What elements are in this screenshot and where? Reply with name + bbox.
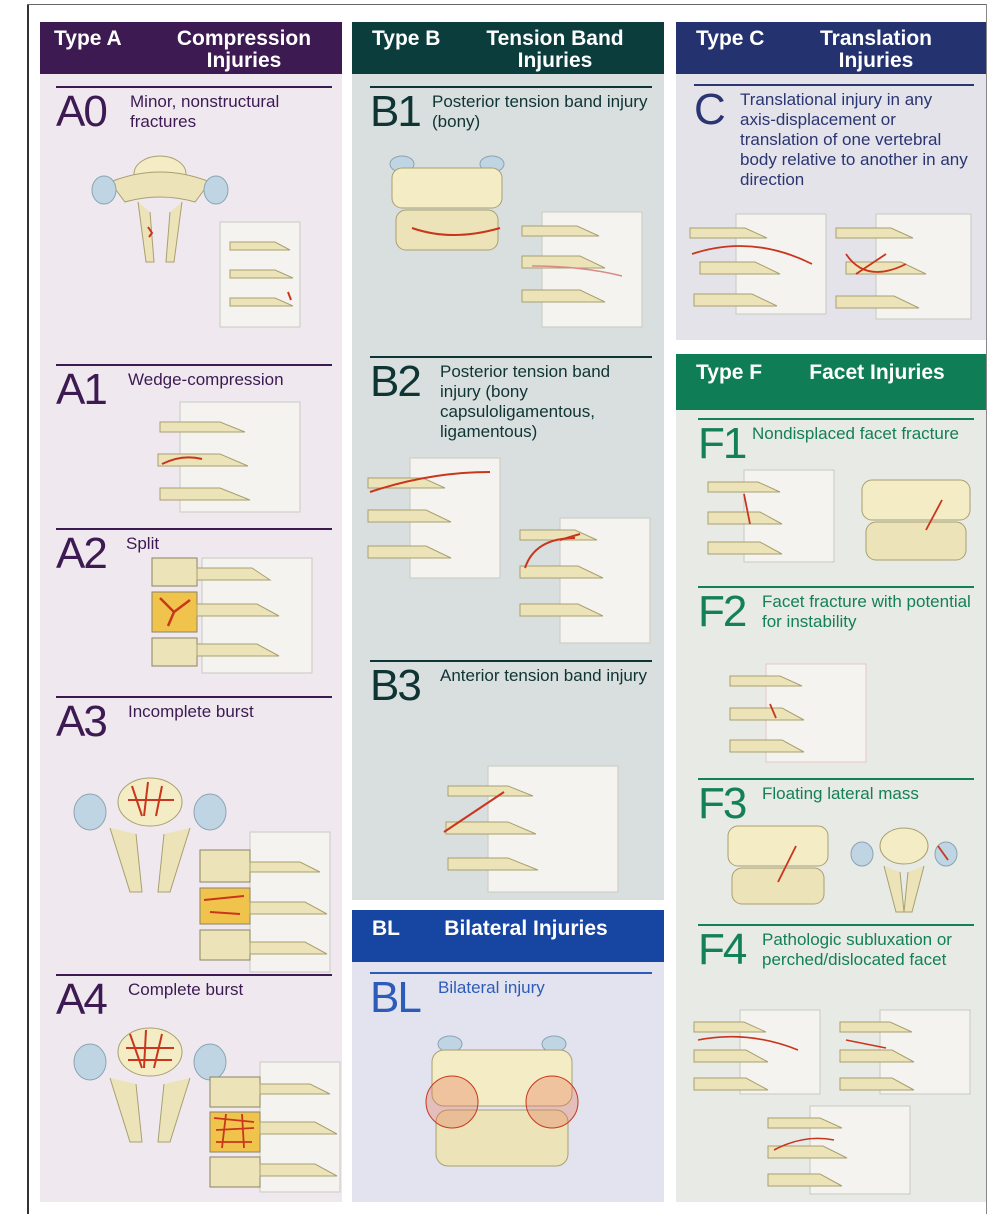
lateral-spine-icon xyxy=(444,766,618,892)
lateral-spine-icon xyxy=(694,1010,820,1094)
axial-vertebra-icon xyxy=(92,156,228,262)
subtype-label: B3 xyxy=(370,664,420,708)
type-b-name: Tension Band Injuries xyxy=(470,28,640,72)
subtype-description: Posterior tension band injury (bony caps… xyxy=(440,362,650,442)
bilateral-code: BL xyxy=(372,918,400,940)
lateral-spine-icon xyxy=(690,214,826,314)
subtype-label: A3 xyxy=(56,700,106,744)
lateral-spine-icon xyxy=(200,832,330,972)
a0-illustration xyxy=(90,152,310,352)
type-b-header: Type B Tension Band Injuries xyxy=(352,22,664,74)
b1-illustration xyxy=(392,152,652,332)
bilateral-header: BL Bilateral Injuries xyxy=(352,910,664,962)
type-f-panel: Type F Facet Injuries F1 Nondisplaced fa… xyxy=(676,354,986,1202)
posterior-vertebra-icon xyxy=(728,826,828,904)
subtype-description: Translational injury in any axis-displac… xyxy=(740,90,970,190)
type-c-code: Type C xyxy=(696,28,764,50)
type-c-header: Type C Translation Injuries xyxy=(676,22,986,74)
f4-illustration xyxy=(690,1010,980,1195)
subtype-description: Complete burst xyxy=(128,980,328,1000)
a1-illustration xyxy=(150,402,300,512)
lateral-spine-icon xyxy=(836,214,971,319)
posterior-vertebra-icon xyxy=(862,480,970,560)
subtype-description: Bilateral injury xyxy=(438,978,648,998)
subtype-label: A4 xyxy=(56,978,106,1022)
subtype-description: Floating lateral mass xyxy=(762,784,972,804)
type-a-header: Type A Compression Injuries xyxy=(40,22,342,74)
subtype-label: F2 xyxy=(698,590,745,634)
a4-illustration xyxy=(70,1022,340,1192)
frame-top-border xyxy=(27,4,987,5)
subtype-description: Facet fracture with potential for instab… xyxy=(762,592,972,632)
subtype-description: Posterior tension band injury (bony) xyxy=(432,92,648,132)
subtype-description: Wedge-compression xyxy=(128,370,328,390)
subtype-label: BL xyxy=(370,976,420,1020)
a3-illustration xyxy=(70,772,330,972)
type-a-code: Type A xyxy=(54,28,122,50)
lateral-spine-icon xyxy=(368,458,500,578)
subtype-label: F4 xyxy=(698,928,745,972)
subtype-description: Split xyxy=(126,534,326,554)
f1-illustration xyxy=(704,470,974,570)
lateral-spine-icon xyxy=(708,470,834,562)
lateral-spine-icon xyxy=(730,664,866,762)
a2-illustration xyxy=(152,558,312,678)
bilateral-name: Bilateral Injuries xyxy=(426,918,626,940)
lateral-spine-icon xyxy=(522,212,642,327)
subtype-label: B1 xyxy=(370,90,420,134)
type-c-name: Translation Injuries xyxy=(794,28,958,72)
subtype-description: Nondisplaced facet fracture xyxy=(752,424,972,444)
axial-vertebra-icon xyxy=(74,1028,226,1142)
lateral-spine-icon xyxy=(152,558,312,673)
axial-vertebra-icon xyxy=(851,828,957,912)
subtype-label: F3 xyxy=(698,782,745,826)
subtype-label: A0 xyxy=(56,90,106,134)
lateral-spine-icon xyxy=(768,1106,910,1194)
frame-left-border xyxy=(27,4,29,1214)
b3-illustration xyxy=(438,766,618,892)
c-illustration xyxy=(686,214,976,322)
frame-right-border xyxy=(986,4,987,1214)
subtype-label: B2 xyxy=(370,360,420,404)
bilateral-panel: BL Bilateral Injuries BL Bilateral injur… xyxy=(352,910,664,1202)
type-b-code: Type B xyxy=(372,28,440,50)
subtype-description: Anterior tension band injury xyxy=(440,666,650,686)
subtype-label: A1 xyxy=(56,368,106,412)
f3-illustration xyxy=(724,826,974,916)
type-f-code: Type F xyxy=(696,362,762,384)
type-a-name: Compression Injuries xyxy=(156,28,332,72)
type-f-header: Type F Facet Injuries xyxy=(676,354,986,410)
subtype-label: C xyxy=(694,88,724,132)
subtype-label: F1 xyxy=(698,422,745,466)
subtype-label: A2 xyxy=(56,532,106,576)
lateral-spine-icon xyxy=(220,222,300,327)
type-a-panel: Type A Compression Injuries A0 Minor, no… xyxy=(40,22,342,1202)
posterior-vertebra-icon xyxy=(390,156,504,250)
lateral-spine-icon xyxy=(158,402,300,512)
f2-illustration xyxy=(726,664,866,764)
posterior-vertebra-icon xyxy=(426,1036,578,1166)
subtype-description: Minor, nonstructural fractures xyxy=(130,92,330,132)
subtype-description: Incomplete burst xyxy=(128,702,328,722)
type-f-name: Facet Injuries xyxy=(792,362,962,384)
lateral-spine-icon xyxy=(840,1010,970,1094)
lateral-spine-icon xyxy=(520,518,650,643)
type-c-panel: Type C Translation Injuries C Translatio… xyxy=(676,22,986,340)
lateral-spine-icon xyxy=(210,1062,340,1192)
subtype-description: Pathologic subluxation or perched/disloc… xyxy=(762,930,972,970)
bl-illustration xyxy=(422,1030,582,1180)
type-b-panel: Type B Tension Band Injuries B1 Posterio… xyxy=(352,22,664,900)
subtype-rule xyxy=(694,84,974,86)
b2-illustration xyxy=(360,458,660,648)
